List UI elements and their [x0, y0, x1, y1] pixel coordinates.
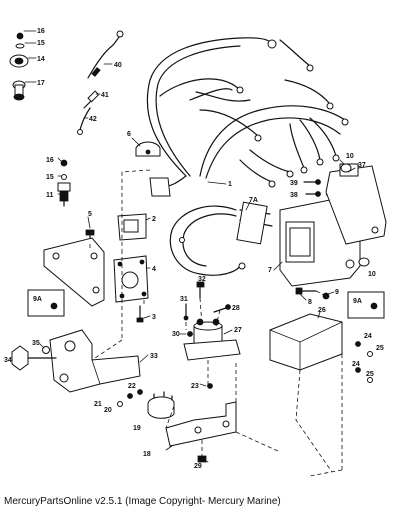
callout-15b: 15: [46, 174, 54, 181]
bolt-8: [295, 287, 317, 295]
callout-34: 34: [4, 357, 12, 364]
callout-4: 4: [152, 266, 156, 273]
screw-32: [196, 281, 205, 299]
adapter-plate-4: [113, 255, 149, 303]
callout-28: 28: [232, 305, 240, 312]
harness-clamp: [135, 141, 161, 157]
grommet-stack: [9, 32, 29, 101]
washers-20-21-22: [117, 389, 143, 407]
bracket-18: [165, 401, 237, 447]
screw-31: [183, 303, 189, 321]
copyright-footer: MercuryPartsOnline v2.5.1 (Image Copyrig…: [4, 496, 281, 507]
callout-9a-right: 9A: [353, 298, 362, 305]
callout-10-bottom: 10: [368, 271, 376, 278]
callout-17: 17: [37, 80, 45, 87]
callout-23: 23: [191, 383, 199, 390]
callout-14: 14: [37, 56, 45, 63]
lift-bracket-33: [49, 329, 141, 393]
grommet-10: [340, 163, 370, 267]
callout-25-bottom: 25: [366, 371, 374, 378]
mounting-bracket-plate: [43, 237, 105, 307]
callout-29: 29: [194, 463, 202, 470]
nut-24-25: [355, 341, 373, 383]
screw-38-39: [303, 179, 321, 197]
callout-1: 1: [228, 181, 232, 188]
jumper-wire-40: [87, 30, 124, 79]
sub-harness-7a: [169, 201, 273, 276]
callout-9: 9: [335, 289, 339, 296]
fuse-holder-41: [83, 90, 100, 109]
screw-29: [197, 455, 207, 463]
callout-9a-left: 9A: [33, 296, 42, 303]
nut-30: [179, 331, 193, 337]
electrical-cover: [269, 313, 343, 371]
callout-15: 15: [37, 40, 45, 47]
callout-21: 21: [94, 401, 102, 408]
leader-lines: [39, 63, 356, 463]
callout-24-bottom: 24: [352, 361, 360, 368]
temperature-sender: [57, 159, 71, 207]
screw-3: [136, 305, 144, 323]
callout-41: 41: [101, 92, 109, 99]
callout-22: 22: [128, 383, 136, 390]
callout-24-top: 24: [364, 333, 372, 340]
callout-2: 2: [152, 216, 156, 223]
callout-6: 6: [127, 131, 131, 138]
screw-23: [207, 383, 213, 389]
callout-11: 11: [46, 192, 54, 199]
detail-box-9a-right: [347, 291, 385, 319]
callout-39: 39: [290, 180, 298, 187]
main-wiring-harness: [146, 37, 349, 197]
callout-25-top: 25: [376, 345, 384, 352]
detail-box-9a-left: [27, 289, 65, 317]
parts-exploded-diagram: 16 15 14 17 40 41 42 6 1 7A 2 4 3 5 16 1…: [4, 28, 387, 477]
washer-9: [322, 292, 330, 300]
bolt-34: [11, 345, 57, 371]
starter-solenoid: [183, 318, 241, 361]
callout-16b: 16: [46, 157, 54, 164]
callout-40: 40: [114, 62, 122, 69]
callout-42: 42: [89, 116, 97, 123]
callout-19: 19: [133, 425, 141, 432]
callout-3: 3: [152, 314, 156, 321]
callout-16: 16: [37, 28, 45, 35]
callout-27: 27: [234, 327, 242, 334]
callout-32: 32: [198, 276, 206, 283]
part-callouts: 16 15 14 17 40 41 42 6 1 7A 2 4 3 5 16 1…: [4, 28, 384, 470]
bracket-2: [117, 213, 147, 241]
callout-37: 37: [358, 162, 366, 169]
terminal-block-19: [147, 391, 175, 419]
callout-10-top: 10: [346, 153, 354, 160]
callout-7a: 7A: [249, 197, 258, 204]
mounting-plate-37: [325, 163, 387, 245]
callout-5: 5: [88, 211, 92, 218]
alignment-lines: [89, 169, 343, 477]
callout-26: 26: [318, 307, 326, 314]
callout-30: 30: [172, 331, 180, 338]
callout-33: 33: [150, 353, 158, 360]
callout-8: 8: [308, 299, 312, 306]
callout-31: 31: [180, 296, 188, 303]
callout-35: 35: [32, 340, 40, 347]
callout-20: 20: [104, 407, 112, 414]
callout-7: 7: [268, 267, 272, 274]
callout-18: 18: [143, 451, 151, 458]
screw-28: [213, 304, 231, 313]
callout-38: 38: [290, 192, 298, 199]
